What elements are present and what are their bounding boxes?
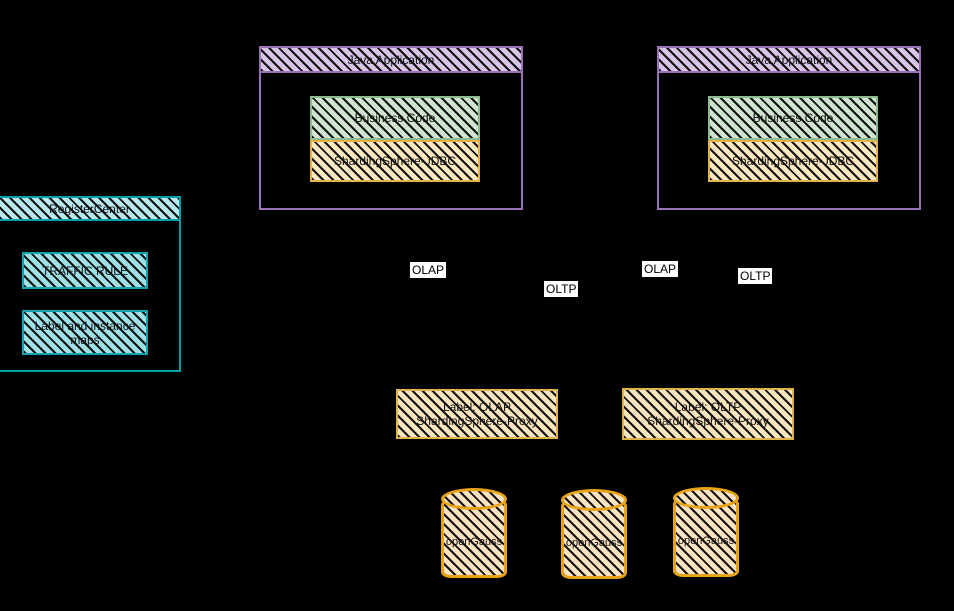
database-cylinder-2: openGauss (561, 489, 627, 579)
protocol-tag-olap-right: OLAP (642, 261, 679, 277)
java-application-left-header: Java Application (259, 46, 523, 73)
java-application-right-header: Java Application (657, 46, 921, 73)
database-cylinder-1-label: openGauss (445, 536, 503, 548)
database-cylinder-top (561, 489, 627, 511)
database-cylinder-2-label: openGauss (565, 537, 623, 549)
register-center-title: RegisterCenter (49, 201, 130, 216)
traffic-rule-box: TRAFFIC RULE (22, 252, 148, 289)
traffic-rule-label: TRAFFIC RULE (41, 263, 128, 278)
database-cylinder-top (441, 488, 507, 510)
label-instance-maps-label: Label and instance maps (34, 318, 136, 347)
business-code-left-box: Business Code (310, 96, 480, 140)
shardingsphere-proxy-oltp-box: Label: OLTP ShardingSphere-Proxy (622, 388, 794, 440)
protocol-tag-oltp-left: OLTP (544, 281, 579, 297)
business-code-right-label: Business Code (752, 111, 834, 125)
shardingsphere-jdbc-right-box: ShardingSphere-JDBC (708, 140, 878, 182)
java-application-right-title: Java Application (745, 52, 833, 67)
java-application-left-title: Java Application (347, 52, 435, 67)
shardingsphere-jdbc-left-box: ShardingSphere-JDBC (310, 140, 480, 182)
business-code-right-box: Business Code (708, 96, 878, 140)
protocol-tag-olap-left: OLAP (410, 262, 447, 278)
database-cylinder-body (561, 500, 627, 579)
protocol-tag-oltp-right: OLTP (738, 268, 773, 284)
database-cylinder-1: openGauss (441, 488, 507, 578)
database-cylinder-top (673, 487, 739, 509)
database-cylinder-3-label: openGauss (677, 535, 735, 547)
business-code-left-label: Business Code (354, 111, 436, 125)
register-center-header: RegisterCenter (0, 196, 181, 221)
shardingsphere-jdbc-left-label: ShardingSphere-JDBC (333, 154, 457, 168)
database-cylinder-body (441, 499, 507, 578)
shardingsphere-proxy-olap-label: Label: OLAP ShardingSphere-Proxy (416, 400, 538, 428)
label-instance-maps-box: Label and instance maps (22, 310, 148, 355)
shardingsphere-proxy-oltp-label: Label: OLTP ShardingSphere-Proxy (647, 400, 769, 428)
shardingsphere-jdbc-right-label: ShardingSphere-JDBC (731, 154, 855, 168)
database-cylinder-3: openGauss (673, 487, 739, 577)
shardingsphere-proxy-olap-box: Label: OLAP ShardingSphere-Proxy (396, 389, 558, 439)
database-cylinder-body (673, 498, 739, 577)
